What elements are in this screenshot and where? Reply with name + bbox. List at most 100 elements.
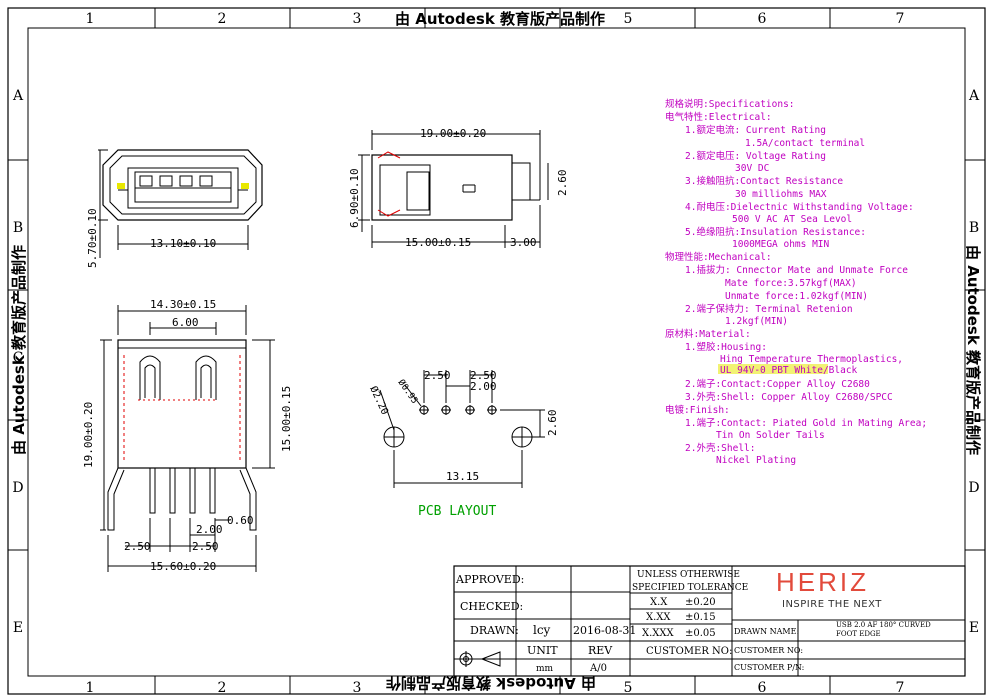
row-label: D: [12, 480, 23, 496]
dim-side-body: 15.00±0.15: [405, 236, 471, 249]
dim-side-length: 19.00±0.20: [420, 127, 486, 140]
watermark-left: 由 Autodesk 教育版产品制作: [10, 245, 28, 455]
tol-x-val: ±0.20: [685, 597, 716, 608]
spec-line: 2.端子保持力: Terminal Retenion: [685, 303, 853, 315]
dim-side-right: 2.60: [556, 170, 569, 197]
drawn-label: DRAWN:: [470, 624, 519, 637]
tolerance-line-2: SPECIFIED TOLERANCE: [632, 583, 748, 593]
dim-pcb-pitch-1: 2.50: [424, 369, 451, 382]
part-name-line-2: FOOT EDGE: [836, 630, 881, 638]
spec-line: 原材料:Material:: [665, 328, 751, 340]
dim-front-width: 13.10±0.10: [150, 237, 216, 250]
row-label: B: [13, 220, 23, 236]
dim-pcb-span: 13.15: [446, 470, 479, 483]
spec-line: 3.外壳:Shell: Copper Alloy C2680/SPCC: [685, 391, 893, 403]
col-label: 6: [758, 11, 767, 27]
dim-side-height: 6.90±0.10: [348, 168, 361, 228]
drawn-name-label: DRAWN NAME:: [734, 627, 799, 636]
row-label: C: [969, 350, 980, 366]
part-name-line-1: USB 2.0 AF 180° CURVED: [836, 621, 931, 629]
col-label: 1: [86, 11, 95, 27]
dim-top-body: 15.00±0.15: [280, 386, 293, 452]
spec-line: Nickel Plating: [716, 455, 796, 466]
approved-label: APPROVED:: [455, 573, 524, 586]
dim-pcb-hole-small: Ø0.95: [396, 377, 421, 406]
spec-line: 5.绝缘阻抗:Insulation Resistance:: [685, 226, 866, 238]
unit-value: mm: [536, 664, 554, 674]
dim-top-inner: 6.00: [172, 316, 199, 329]
tol-xxx: X.XXX: [642, 628, 675, 639]
dim-pin-pitch-2: 2.50: [192, 540, 219, 553]
spec-line: 1.额定电流: Current Rating: [685, 124, 826, 136]
spec-line: 500 V AC AT Sea Levol: [732, 214, 852, 225]
title-block: [453, 565, 966, 677]
spec-list: 规格说明:Specifications: 电气特性:Electrical: 1.…: [665, 98, 927, 466]
drawn-by: lcy: [533, 623, 551, 637]
dim-front-height: 5.70±0.10: [86, 208, 99, 268]
drawn-date: 2016-08-31: [573, 624, 636, 637]
brand-logo: HERIZ: [776, 567, 869, 597]
side-view: [358, 130, 549, 248]
spec-highlight: [718, 364, 828, 374]
watermark-bottom: 由 Autodesk 教育版产品制作: [386, 674, 596, 692]
dim-pin-pitch-1: 2.50: [124, 540, 151, 553]
dim-top-height: 19.00±0.20: [82, 402, 95, 468]
spec-line: 规格说明:Specifications:: [665, 98, 795, 110]
watermark-right: 由 Autodesk 教育版产品制作: [964, 245, 982, 455]
spec-line: 3.接触阻抗:Contact Resistance: [685, 175, 843, 187]
dim-pcb-hole-large: Ø2.20: [367, 384, 391, 416]
spec-line: 电气特性:Electrical:: [665, 111, 772, 123]
tolerance-line-1: UNLESS OTHERWISE: [637, 570, 740, 580]
front-view: [98, 149, 263, 258]
row-label: E: [13, 620, 23, 636]
col-label: 1: [86, 680, 95, 696]
tol-xxx-val: ±0.05: [685, 628, 716, 639]
unit-label: UNIT: [527, 644, 558, 657]
dim-top-bottom: 15.60±0.20: [150, 560, 216, 573]
row-label: A: [12, 88, 24, 104]
spec-line: 2.额定电压: Voltage Rating: [685, 150, 826, 162]
dim-pcb-gap: 2.00: [470, 380, 497, 393]
spec-line: Tin On Solder Tails: [716, 430, 825, 441]
rev-value: A/0: [589, 663, 607, 674]
row-label: D: [968, 480, 979, 496]
spec-line: 电镀:Finish:: [665, 404, 730, 416]
tol-xx-val: ±0.15: [685, 612, 716, 623]
pcb-layout-title: PCB LAYOUT: [418, 504, 496, 519]
checked-label: CHECKED:: [460, 600, 523, 613]
col-label: 3: [353, 11, 362, 27]
pcb-layout: [379, 370, 545, 488]
spec-line: 1.5A/contact terminal: [745, 138, 865, 149]
spec-line: UL 94V-0 PBT White/Black: [720, 365, 858, 376]
row-label: C: [13, 350, 24, 366]
col-label: 5: [624, 680, 633, 696]
spec-line: 30 milliohms MAX: [735, 189, 827, 200]
col-label: 7: [896, 11, 905, 27]
tol-x: X.X: [650, 597, 668, 608]
row-label: B: [969, 220, 979, 236]
spec-line: 1.端子:Contact: Piated Gold in Mating Area…: [685, 417, 927, 429]
spec-line: 2.端子:Contact:Copper Alloy C2680: [685, 378, 870, 390]
spec-line: Mate force:3.57kgf(MAX): [725, 278, 857, 289]
zone-labels: 1 2 3 5 6 7 1 2 3 5 6 7 A B C D E A B C …: [12, 11, 980, 696]
watermark-top: 由 Autodesk 教育版产品制作: [395, 10, 605, 28]
watermarks: 由 Autodesk 教育版产品制作 由 Autodesk 教育版产品制作 由 …: [10, 10, 982, 692]
dim-top-width: 14.30±0.15: [150, 298, 216, 311]
col-label: 2: [218, 680, 227, 696]
spec-line: 30V DC: [735, 163, 769, 174]
spec-line: 4.耐电压:Dielectnic Withstanding Voltage:: [685, 201, 914, 213]
col-label: 2: [218, 11, 227, 27]
spec-line: 1.2kgf(MIN): [725, 316, 788, 327]
row-label: A: [968, 88, 980, 104]
customer-no-label: CUSTOMER NO:: [646, 646, 732, 657]
customer-no2-label: CUSTOMER NO:: [734, 646, 803, 655]
row-label: E: [969, 620, 979, 636]
col-label: 5: [624, 11, 633, 27]
spec-line: Unmate force:1.02kgf(MIN): [725, 291, 868, 302]
spec-line: 2.外壳:Shell:: [685, 442, 755, 454]
top-view: [100, 305, 275, 572]
spec-line: Hing Temperature Thermoplastics,: [720, 354, 903, 365]
brand-slogan: INSPIRE THE NEXT: [782, 599, 882, 610]
spec-line: 1.塑胶:Housing:: [685, 341, 767, 353]
